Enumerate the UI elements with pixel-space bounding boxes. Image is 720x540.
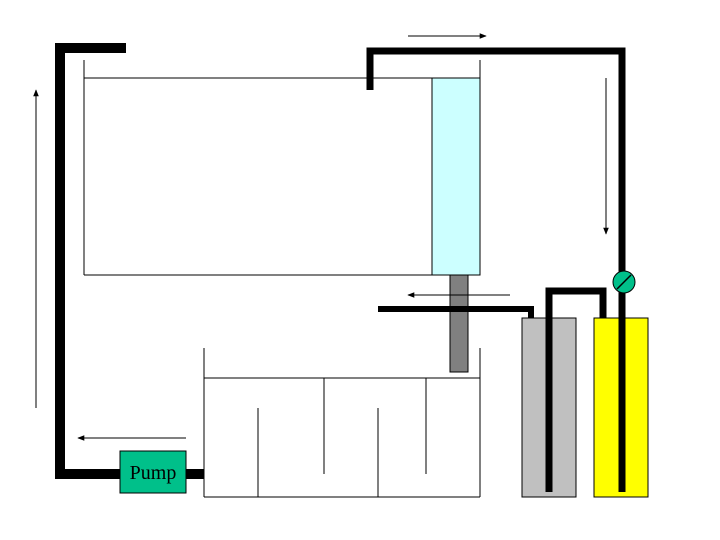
top-pipe — [366, 47, 626, 492]
valve — [612, 270, 636, 294]
pump-label: Pump — [130, 462, 177, 484]
lower-tank — [203, 348, 481, 498]
pump: Pump — [119, 450, 187, 494]
drain-pipe — [378, 306, 534, 318]
valve-slash-icon — [616, 274, 632, 290]
return-pipe — [55, 43, 204, 479]
pump-body — [119, 450, 187, 494]
upper-tank — [83, 60, 481, 276]
upper-tank-cyan-column — [431, 77, 481, 276]
vessel-connector-pipe — [545, 287, 607, 492]
drain-rod — [449, 274, 469, 373]
